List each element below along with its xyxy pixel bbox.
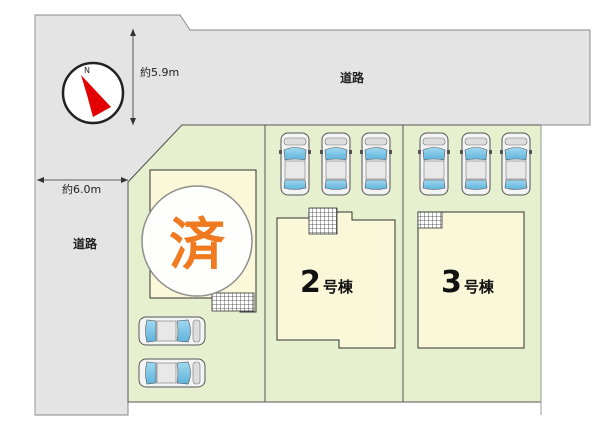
car-icon [459, 132, 493, 196]
building-3-suffix: 号棟 [464, 278, 495, 296]
car-icon [319, 132, 353, 196]
dimension-top-road: 約5.9m [130, 29, 179, 125]
svg-text:3号棟: 3号棟 [441, 265, 495, 300]
north-label: N [84, 66, 90, 75]
top-road-width: 約5.9m [140, 65, 179, 79]
porch-building-3 [417, 211, 443, 229]
top-road-label: 道路 [340, 70, 365, 85]
building-2-number: 2 [300, 265, 321, 300]
car-icon [359, 132, 393, 196]
dimension-left-road: 約6.0m [37, 177, 128, 196]
building-3-number: 3 [441, 265, 462, 300]
sold-mark: 済 [169, 213, 226, 278]
compass: N [61, 61, 125, 125]
sold-badge: 済 [141, 185, 253, 297]
building-2-suffix: 号棟 [323, 278, 354, 296]
car-icon [138, 316, 206, 346]
car-icon [138, 358, 206, 388]
north-arrow-icon [81, 75, 111, 117]
svg-text:2号棟: 2号棟 [300, 265, 354, 300]
porch-building-2 [308, 207, 338, 235]
car-icon [499, 132, 533, 196]
car-icon [278, 132, 312, 196]
car-icon [417, 132, 451, 196]
house-building-3 [417, 211, 525, 349]
left-road-width: 約6.0m [62, 182, 101, 196]
left-road-label: 道路 [73, 236, 98, 251]
porch-sold [211, 292, 255, 312]
